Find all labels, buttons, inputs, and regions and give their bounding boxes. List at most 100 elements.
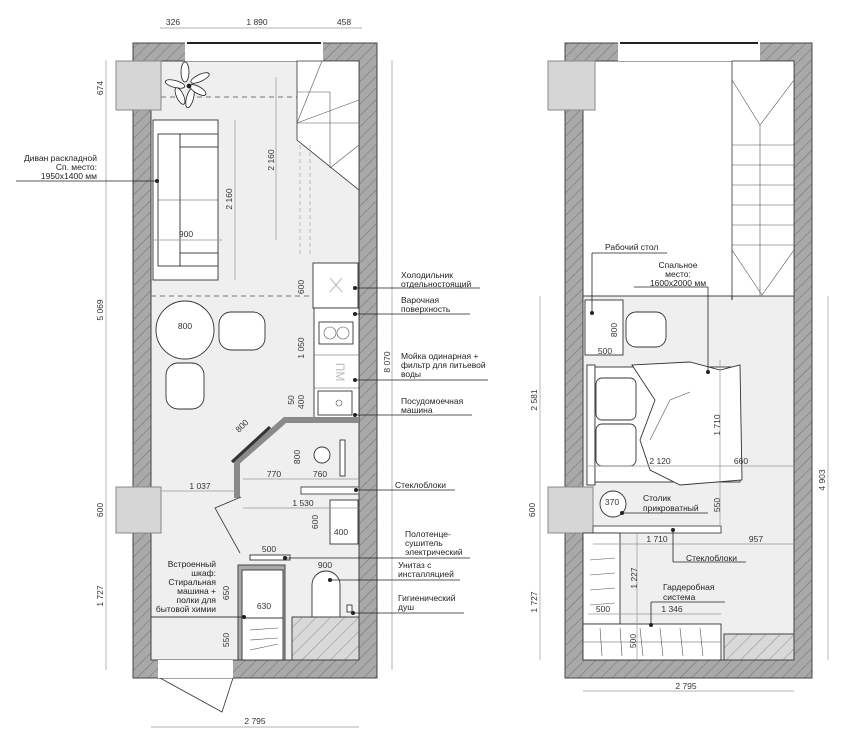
glass-blocks: [300, 486, 360, 495]
dim-wardrobe-500: 500: [596, 604, 610, 614]
fridge-label: Холодильник: [401, 270, 453, 280]
dim-326: 326: [166, 17, 180, 27]
dim-wc: 900: [318, 560, 332, 570]
dim-4903: 4 903: [817, 469, 827, 491]
dim-stair: 2 160: [266, 149, 276, 171]
entrance-opening[interactable]: [158, 660, 233, 678]
desk-chair: [625, 311, 667, 348]
window-box-side: [547, 486, 594, 534]
dim-770: 770: [267, 469, 281, 479]
dim-8070: 8 070: [382, 351, 392, 373]
shaft: [723, 633, 795, 661]
sink-label: воды: [401, 369, 421, 379]
hygienic-shower: [346, 604, 353, 613]
dim-wardrobe-500v: 500: [628, 634, 638, 648]
wardrobe-label: система: [663, 592, 696, 602]
bed: [586, 361, 743, 486]
dishwasher-mark: ПМ: [333, 363, 347, 382]
dimension-lines: [539, 296, 829, 692]
mezzanine-floor-plan: Рабочий стол Спальное место: 1600х2000 м…: [527, 41, 829, 692]
dim-bath-height: 800: [292, 450, 302, 464]
dishwasher-label: машина: [401, 405, 433, 415]
dim-bed-h: 1 710: [712, 414, 722, 436]
dim-dishwasher: 400: [296, 395, 306, 409]
dim-1530: 1 530: [292, 498, 314, 508]
sofa: [152, 119, 219, 281]
dim-bed-w: 2 120: [649, 456, 671, 466]
dim-width: 2 795: [675, 681, 697, 691]
cooktop-label: Варочная: [401, 295, 440, 305]
closet-label: полки для: [177, 595, 217, 605]
closet-label: Стиральная: [168, 577, 216, 587]
chair: [218, 311, 266, 351]
toilet: [311, 570, 341, 618]
dim-desk-w: 500: [598, 346, 612, 356]
towel-dryer: [249, 554, 291, 561]
closet-label: шкаф:: [191, 568, 216, 578]
window-opening: [185, 41, 323, 61]
shower-label: Гигиенический: [398, 593, 456, 603]
dim-1727: 1 727: [95, 585, 105, 607]
dim-table: 800: [178, 321, 192, 331]
wc-label: Унитаз с: [398, 560, 432, 570]
desk-label: Рабочий стол: [605, 242, 658, 252]
dishwasher-label: Посудомоечная: [401, 396, 464, 406]
nightstand-label: прикроватный: [643, 503, 699, 513]
bed-label: место:: [665, 269, 691, 279]
shaft: [291, 616, 360, 661]
shower-label: душ: [398, 602, 414, 612]
closet-label: машина +: [177, 586, 216, 596]
ground-floor-plan: ПМ: [16, 17, 488, 728]
dining-table: [155, 300, 215, 360]
dimension-lines: [105, 27, 393, 728]
dim-1227: 1 227: [629, 567, 639, 589]
dim-550: 550: [221, 633, 231, 647]
dim-nightstand: 370: [605, 497, 619, 507]
closet-label: бытовой химии: [156, 604, 216, 614]
dim-fridge: 600: [296, 280, 306, 294]
dim-width: 2 795: [244, 716, 266, 726]
dim-desk-h: 800: [609, 323, 619, 337]
towel-dryer-label: электрический: [405, 547, 463, 557]
dim-5069: 5 069: [95, 299, 105, 321]
dim-sink-height: 600: [310, 515, 320, 529]
fridge-label: отдельностоящий: [401, 279, 471, 289]
dim-458: 458: [337, 17, 351, 27]
kitchen-unit: ПМ: [312, 262, 360, 419]
nightstand-label: Столик: [643, 493, 671, 503]
leader-lines: [590, 252, 746, 627]
mirror: [230, 425, 272, 464]
desk: [584, 299, 624, 356]
dim-kitchen: 1 050: [296, 337, 306, 359]
sofa-label: 1950х1400 мм: [41, 171, 97, 181]
glass-blocks-label: Стеклоблоки: [395, 480, 446, 490]
dim-550: 550: [712, 498, 722, 512]
wardrobe-label: Гардеробная: [663, 582, 715, 592]
towel-dryer-label: сушитель: [405, 538, 443, 548]
dim-window-side: 600: [95, 503, 105, 517]
dim-towel: 500: [262, 544, 276, 554]
plant-icon: [164, 61, 210, 109]
chair: [165, 362, 205, 410]
washbasin: [329, 499, 359, 545]
sink-label: Мойка одинарная +: [401, 351, 478, 361]
dim-window-side: 600: [527, 503, 537, 517]
wc-label: инсталляцией: [398, 569, 454, 579]
staircase: [731, 60, 795, 300]
dim-sink-width: 400: [334, 527, 348, 537]
kitchen-sink: [317, 390, 353, 416]
dim-sofa-length: 2 160: [224, 188, 234, 210]
staircase: [296, 60, 360, 255]
dim-50: 50: [286, 395, 296, 405]
entrance-door[interactable]: [159, 677, 234, 713]
dim-957: 957: [749, 534, 763, 544]
window-opening: [618, 41, 760, 61]
bed-label: Спальное: [658, 260, 697, 270]
sofa-label: Сп. место:: [56, 162, 97, 172]
window-box-side: [115, 486, 162, 534]
window-box-top: [547, 60, 596, 111]
dim-660: 660: [734, 456, 748, 466]
dim-closet-width: 630: [257, 601, 271, 611]
bathroom-door[interactable]: [214, 496, 242, 554]
